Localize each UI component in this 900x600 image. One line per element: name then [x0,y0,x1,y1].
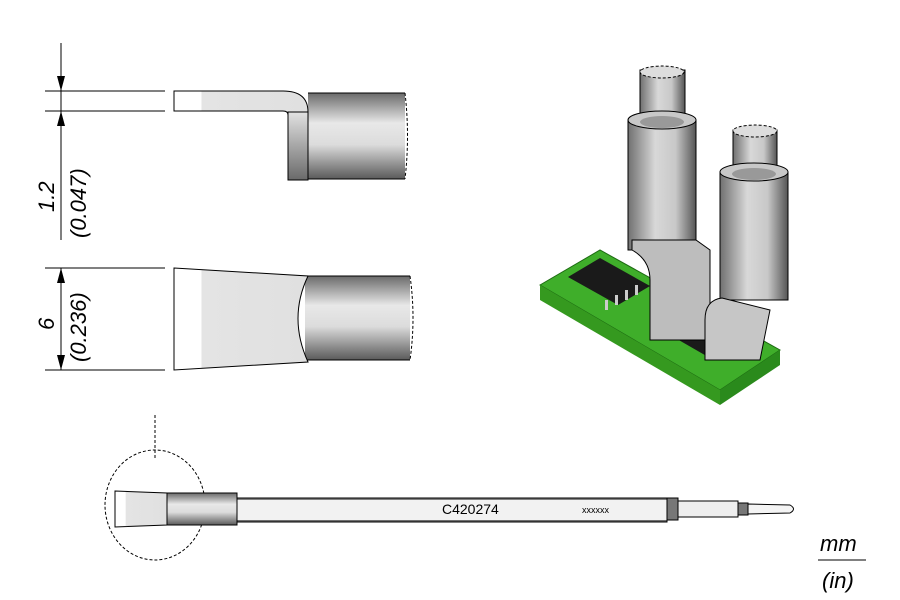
side-view: 1.2 (0.047) [34,43,408,240]
width-dimension-lines [45,267,165,371]
ic-chip [568,258,650,305]
thickness-mm: 1.2 [34,181,59,212]
tip-cylinder-left [627,119,697,251]
width-mm: 6 [34,317,59,330]
unit-in: (in) [822,568,854,593]
full-tip-view: C420274 xxxxxx [104,415,794,561]
blade-face [173,267,309,371]
arrow-up-icon [57,268,65,283]
arrow-down-icon [57,355,65,370]
unit-mm: mm [820,531,857,556]
thickness-in: (0.047) [66,168,91,238]
shank-cylinder [308,93,405,179]
arrow-up-icon [57,111,65,126]
tip-cylinder-right [719,171,789,301]
application-illustration [539,65,789,405]
part-number: C420274 [442,501,499,517]
width-in: (0.236) [66,292,91,362]
units-legend: mm (in) [818,531,866,593]
front-view: 6 (0.236) [34,267,414,371]
serial-placeholder: xxxxxx [582,505,610,515]
shank-cylinder [305,276,410,360]
arrow-down-icon [57,76,65,91]
thickness-dimension-lines [45,43,165,240]
